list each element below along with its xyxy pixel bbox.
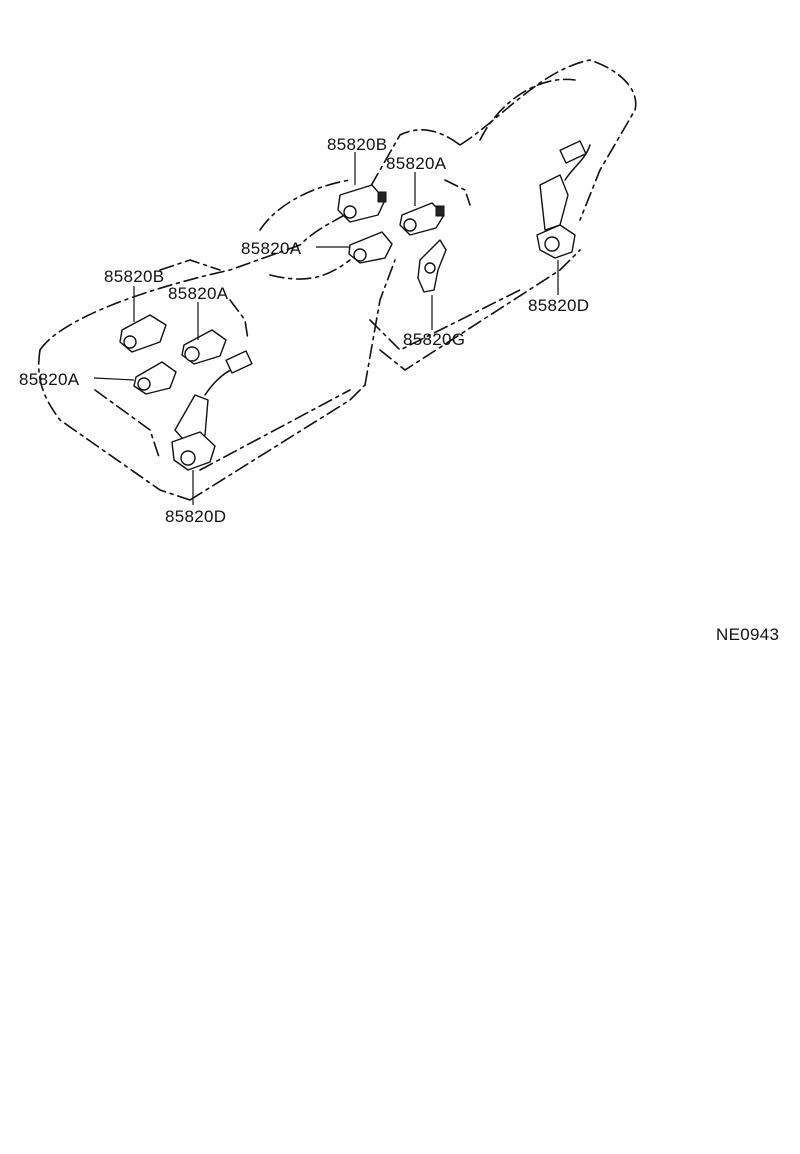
motor-85820A-top [399, 202, 445, 236]
part-label-85820A-mid: 85820A [241, 239, 302, 258]
part-label-85820D-bottom: 85820D [165, 507, 227, 526]
seat-outline [37, 59, 637, 501]
part-label-85820B-left: 85820B [104, 267, 165, 286]
part-label-85820B-top: 85820B [327, 135, 388, 154]
part-label-85820A-left-top: 85820A [168, 284, 229, 303]
motor-85820A-left-top [181, 329, 227, 365]
leader-lines [93, 152, 559, 505]
motor-85820G [417, 239, 447, 293]
part-label-85820A-left: 85820A [19, 370, 80, 389]
diagram-code: NE0943 [716, 625, 780, 644]
part-label-85820A-top: 85820A [386, 154, 447, 173]
motor-85820D-left [171, 350, 253, 471]
motor-85820B-left [119, 314, 167, 353]
motor-85820A-left [133, 361, 177, 395]
motor-85820D-right [536, 140, 591, 259]
motor-85820B-top [337, 184, 387, 223]
part-label-85820D-right: 85820D [528, 296, 590, 315]
part-label-85820G: 85820G [403, 330, 466, 349]
motor-85820A-mid [348, 231, 393, 264]
